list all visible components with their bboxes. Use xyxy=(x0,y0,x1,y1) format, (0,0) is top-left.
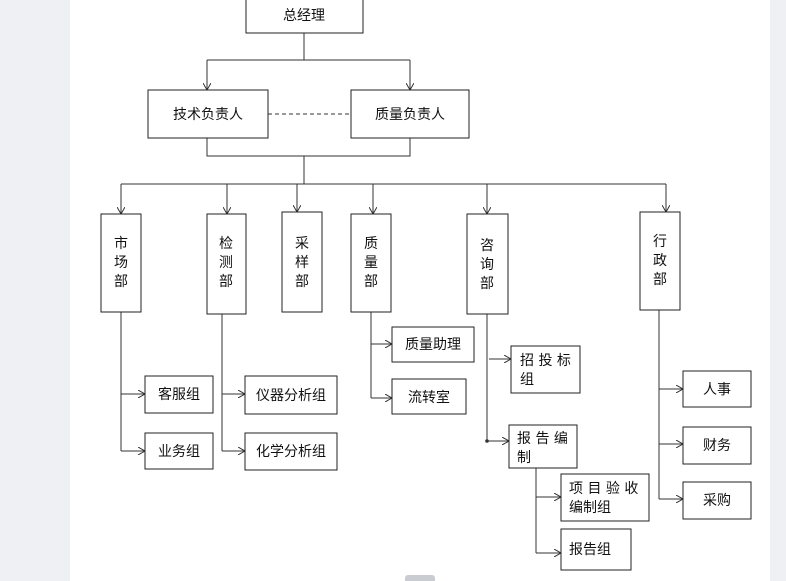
node-quality-dept-label: 质量部 xyxy=(364,236,378,290)
node-report-group-label: 报告组 xyxy=(569,542,611,558)
node-instrument-analysis: 仪器分析组 xyxy=(244,375,338,415)
node-finance: 财务 xyxy=(682,426,752,465)
node-report-compilation: 报 告 编制 xyxy=(508,424,578,469)
node-bidding: 招 投 标组 xyxy=(510,345,581,394)
node-purchasing-label: 采购 xyxy=(703,493,731,509)
node-quality-dept: 质量部 xyxy=(350,213,392,313)
node-business-label: 业务组 xyxy=(158,444,200,460)
node-business: 业务组 xyxy=(144,432,214,470)
node-chemical-analysis: 化学分析组 xyxy=(244,432,338,471)
node-quality-assistant: 质量助理 xyxy=(391,326,475,363)
node-acceptance-label: 项 目 验 收编制组 xyxy=(569,481,638,516)
node-admin-dept-label: 行政部 xyxy=(653,234,667,288)
node-tech-lead: 技术负责人 xyxy=(147,89,269,139)
scroll-handle[interactable] xyxy=(405,575,435,581)
node-quality-lead: 质量负责人 xyxy=(350,89,470,139)
node-market-dept: 市场部 xyxy=(100,213,142,313)
node-quality-lead-label: 质量负责人 xyxy=(375,107,445,123)
node-report-compilation-label: 报 告 编制 xyxy=(517,431,568,466)
node-bidding-label: 招 投 标组 xyxy=(520,353,571,388)
connectors xyxy=(121,33,683,553)
node-quality-assistant-label: 质量助理 xyxy=(405,337,461,353)
node-report-group: 报告组 xyxy=(560,528,632,571)
node-consulting-dept-label: 咨询部 xyxy=(480,238,494,292)
node-testing-dept: 检测部 xyxy=(206,213,247,315)
node-hr-label: 人事 xyxy=(703,382,731,398)
node-hr: 人事 xyxy=(682,370,752,408)
node-acceptance: 项 目 验 收编制组 xyxy=(560,473,650,522)
node-chemical-analysis-label: 化学分析组 xyxy=(256,444,326,460)
junction-dot xyxy=(485,439,489,443)
node-testing-dept-label: 检测部 xyxy=(219,236,233,290)
node-general-manager-label: 总经理 xyxy=(283,8,325,24)
node-tech-lead-label: 技术负责人 xyxy=(173,107,243,123)
node-transfer-room-label: 流转室 xyxy=(408,389,450,406)
connector-leads-join xyxy=(206,138,411,157)
node-finance-label: 财务 xyxy=(703,438,731,454)
node-admin-dept: 行政部 xyxy=(639,211,681,311)
node-consulting-dept: 咨询部 xyxy=(466,213,509,315)
node-instrument-analysis-label: 仪器分析组 xyxy=(256,388,326,404)
node-sampling-dept: 采样部 xyxy=(281,211,323,313)
node-customer-service-label: 客服组 xyxy=(158,386,200,403)
node-market-dept-label: 市场部 xyxy=(114,235,128,290)
node-purchasing: 采购 xyxy=(682,481,752,520)
node-transfer-room: 流转室 xyxy=(391,378,467,415)
node-customer-service: 客服组 xyxy=(144,375,214,414)
node-general-manager: 总经理 xyxy=(245,0,364,34)
node-sampling-dept-label: 采样部 xyxy=(295,236,309,290)
